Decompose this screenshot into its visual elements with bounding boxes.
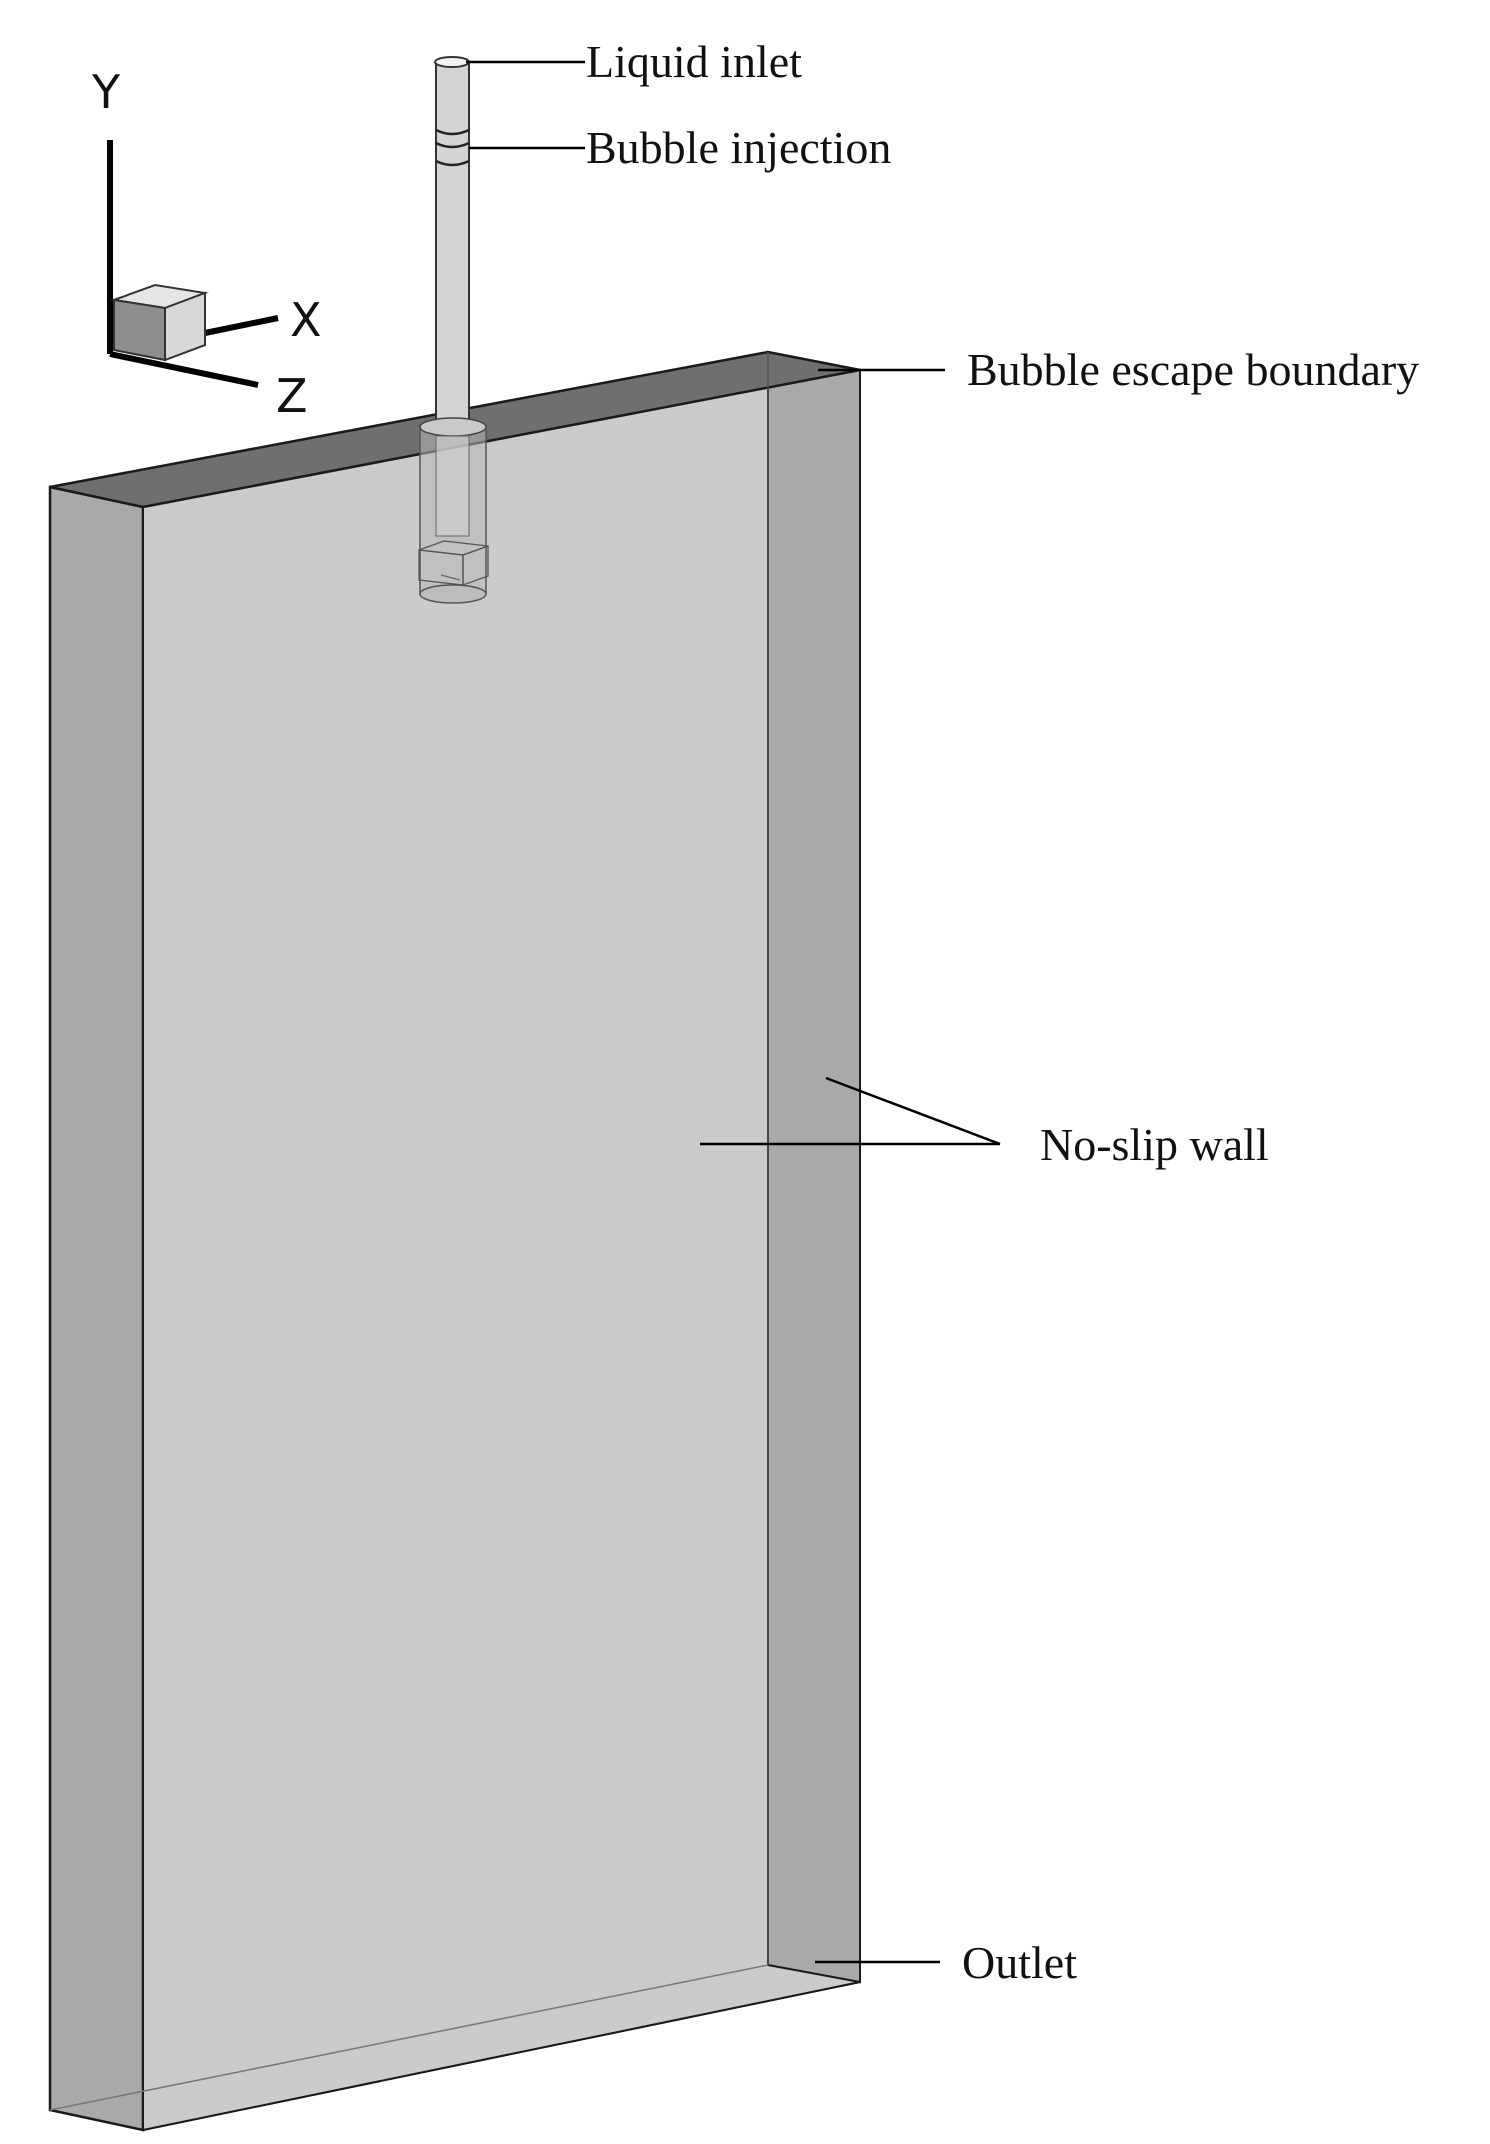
- tank-right-side-face: [767, 350, 861, 1984]
- tank-box: [48, 350, 861, 2132]
- pipe-sleeve-top: [419, 417, 487, 437]
- z-axis-label: Z: [276, 369, 308, 423]
- injector-pipe: [418, 56, 489, 604]
- leader-no-slip-side: [825, 1076, 1001, 1146]
- label-bubble-injection: Bubble injection: [586, 122, 891, 173]
- label-bubble-escape-boundary: Bubble escape boundary: [967, 344, 1419, 395]
- pipe-sleeve-bottom: [419, 584, 487, 604]
- label-liquid-inlet: Liquid inlet: [586, 36, 802, 87]
- triad-cube-right: [164, 291, 206, 362]
- tank-left-side-face: [48, 485, 145, 2132]
- pipe-inlet-ring: [434, 56, 470, 68]
- callout-labels: Liquid inlet Bubble injection Bubble esc…: [586, 36, 1419, 1988]
- label-outlet: Outlet: [962, 1937, 1077, 1988]
- label-no-slip-wall: No-slip wall: [1040, 1119, 1269, 1170]
- leader-lines: [466, 60, 1001, 1964]
- y-axis-label: Y: [91, 65, 121, 119]
- nozzle-block-detail: [440, 574, 461, 581]
- pipe-upper: [435, 61, 470, 428]
- coordinate-triad: Y X Z: [91, 65, 322, 423]
- injection-ring-1: [435, 128, 470, 136]
- z-axis-line: [109, 351, 259, 388]
- injection-ring-2: [435, 141, 470, 149]
- x-axis-line: [204, 315, 279, 336]
- x-axis-label: X: [290, 293, 322, 347]
- triad-cube-left: [113, 298, 166, 362]
- injection-ring-3: [435, 159, 470, 167]
- pipe-inner: [435, 435, 470, 537]
- nozzle-block-side: [462, 545, 489, 586]
- hidden-edge-back-bottom: [49, 1964, 769, 2111]
- tank-front-face: [142, 368, 861, 2132]
